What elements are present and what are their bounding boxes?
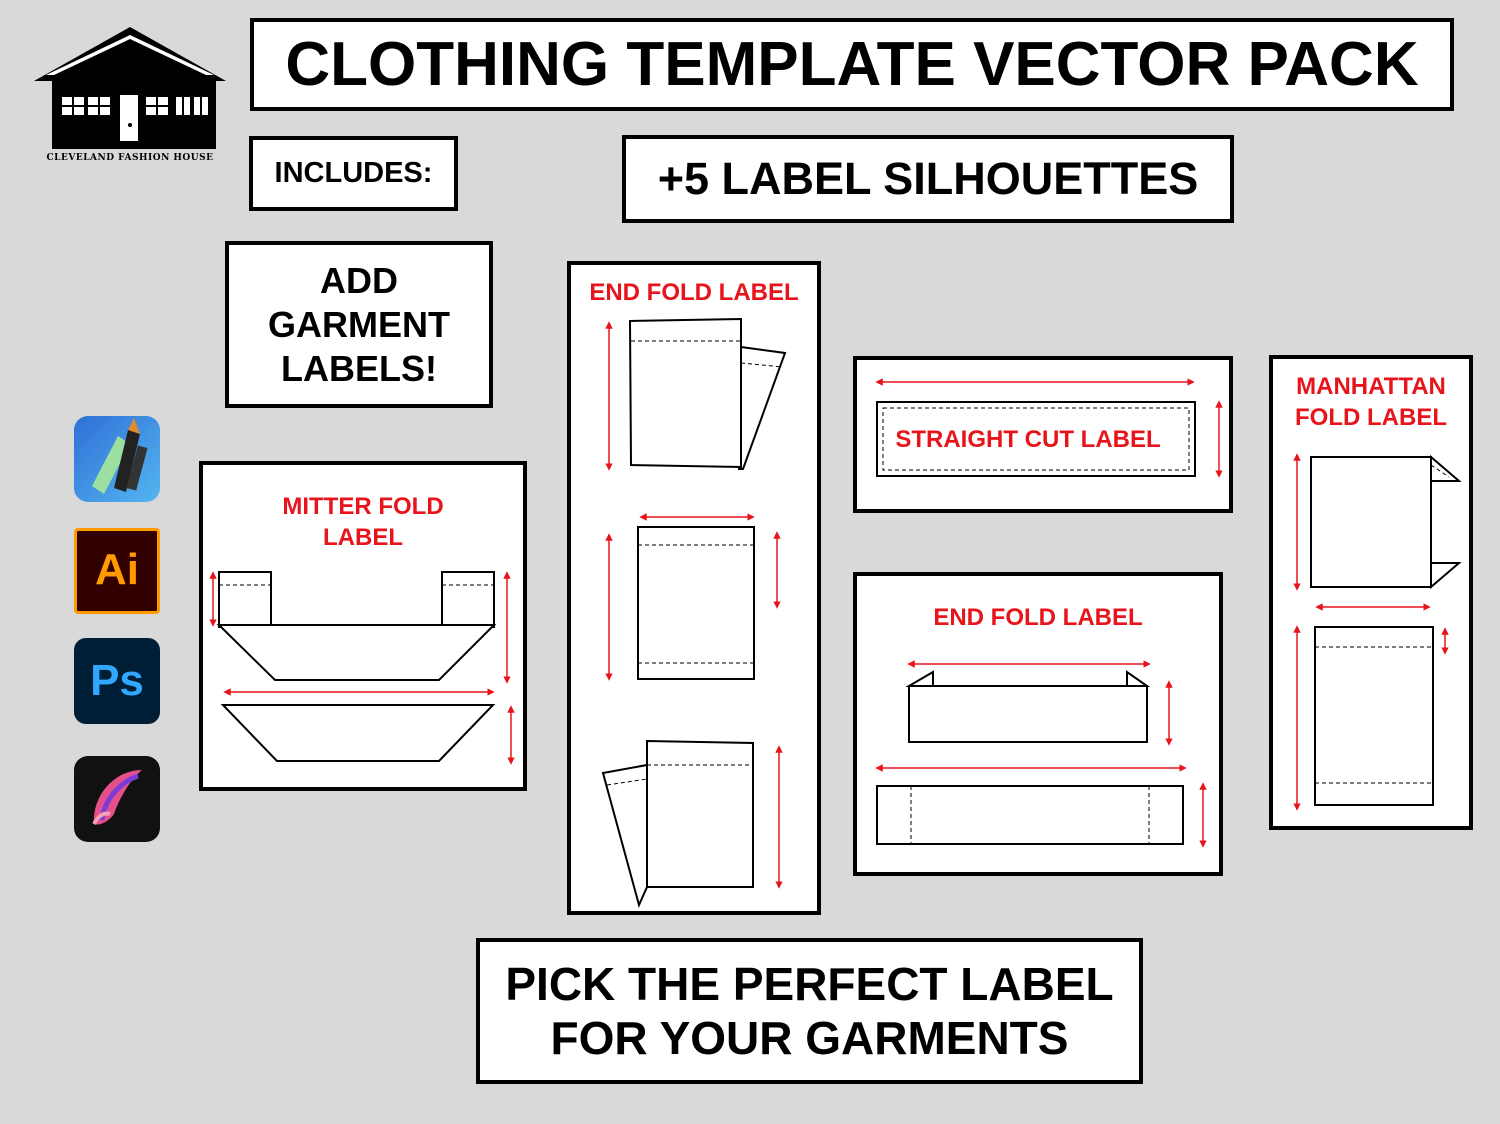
illustrator-icon-text: Ai xyxy=(95,545,139,594)
manhattan-title-line: FOLD LABEL xyxy=(1295,404,1447,431)
footer-callout: PICK THE PERFECT LABEL FOR YOUR GARMENTS xyxy=(476,938,1143,1084)
mitter-fold-title-line: MITTER FOLD xyxy=(282,493,444,520)
mitter-fold-panel: MITTER FOLD LABEL xyxy=(199,461,527,791)
mitter-fold-title: MITTER FOLD LABEL xyxy=(203,491,523,553)
includes-label: INCLUDES: xyxy=(249,136,458,211)
straight-cut-title: STRAIGHT CUT LABEL xyxy=(895,426,1161,453)
end-fold-wide-diagram xyxy=(875,660,1207,848)
house-logo-icon xyxy=(30,25,230,165)
silhouettes-label: +5 LABEL SILHOUETTES xyxy=(622,135,1234,223)
end-fold-wide-panel: END FOLD LABEL xyxy=(853,572,1223,876)
vectornator-icon xyxy=(74,416,160,502)
straight-cut-diagram xyxy=(875,378,1223,478)
brand-name: CLEVELAND FASHION HOUSE xyxy=(46,153,214,163)
end-fold-tall-title: END FOLD LABEL xyxy=(589,279,799,306)
straight-cut-panel: STRAIGHT CUT LABEL xyxy=(853,356,1233,513)
photoshop-icon-text: Ps xyxy=(90,656,144,705)
manhattan-diagram xyxy=(1293,453,1462,811)
footer-line: PICK THE PERFECT LABEL xyxy=(505,958,1114,1010)
mitter-fold-title-line: LABEL xyxy=(323,524,403,551)
add-labels-line: GARMENT xyxy=(268,303,450,345)
add-labels-line: ADD xyxy=(320,259,398,301)
procreate-icon xyxy=(74,756,160,842)
footer-line: FOR YOUR GARMENTS xyxy=(550,1012,1069,1064)
page-title: CLOTHING TEMPLATE VECTOR PACK xyxy=(250,18,1454,111)
illustrator-icon: Ai xyxy=(74,528,160,614)
photoshop-icon: Ps xyxy=(74,638,160,724)
manhattan-fold-panel: MANHATTAN FOLD LABEL xyxy=(1269,355,1473,830)
add-labels-callout: ADD GARMENT LABELS! xyxy=(225,241,493,408)
add-labels-line: LABELS! xyxy=(281,347,437,389)
mitter-fold-diagram xyxy=(209,571,515,765)
end-fold-wide-title: END FOLD LABEL xyxy=(933,604,1143,631)
end-fold-tall-panel: END FOLD LABEL xyxy=(567,261,821,915)
end-fold-tall-diagram xyxy=(601,317,787,908)
manhattan-title-line: MANHATTAN xyxy=(1296,373,1446,400)
manhattan-title: MANHATTAN FOLD LABEL xyxy=(1273,371,1469,433)
